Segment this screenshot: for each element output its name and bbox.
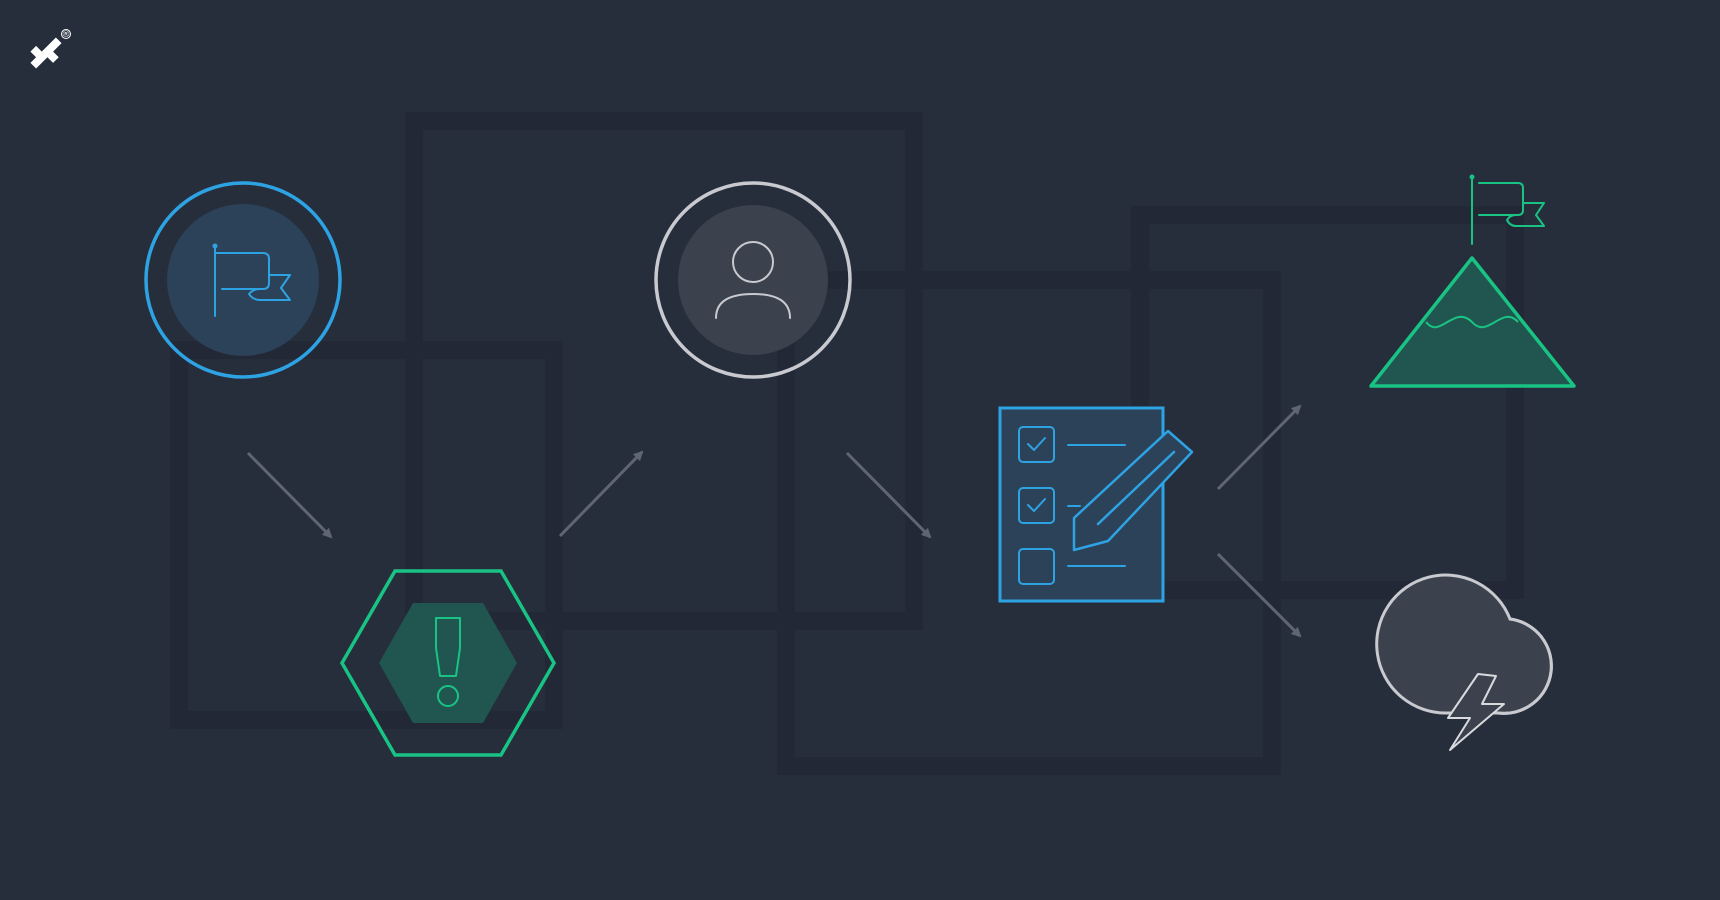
- exclamation-icon: [435, 617, 461, 707]
- arrow-issue-to-person: [558, 450, 644, 538]
- arrow-plan-to-success: [1216, 404, 1302, 491]
- success-node: [1369, 174, 1576, 388]
- arrow-start-to-issue: [246, 451, 333, 539]
- registered-mark-ring: [61, 29, 71, 39]
- issue-node: [339, 569, 557, 757]
- checklist-pencil-icon: [1018, 426, 1194, 585]
- mountain-flag-icon: [1469, 174, 1545, 245]
- connector-arrows: [246, 404, 1302, 638]
- background-frame: [405, 112, 923, 630]
- background-frame: [777, 271, 1281, 775]
- plan-node: [998, 406, 1194, 603]
- registered-mark: ®: [62, 30, 71, 40]
- lightning-icon: [1447, 673, 1505, 751]
- background-frame: [170, 341, 563, 729]
- start-node: [144, 181, 342, 379]
- arrow-plan-to-failure: [1216, 552, 1302, 638]
- background-frame: [1131, 206, 1524, 599]
- user-icon: [715, 241, 791, 319]
- toptal-logo-icon: [30, 37, 62, 69]
- checkbox-empty: [1018, 548, 1055, 585]
- person-node: [654, 181, 852, 379]
- toptal-logo: ®: [30, 29, 71, 69]
- background-frames: [170, 112, 1524, 775]
- flag-icon: [212, 243, 291, 317]
- pencil-icon: [1072, 429, 1194, 552]
- checkbox-checked: [1018, 426, 1055, 463]
- snow-wave: [1425, 315, 1519, 329]
- checkbox-checked: [1018, 487, 1055, 524]
- arrow-person-to-plan: [845, 451, 932, 539]
- failure-node: [1375, 573, 1553, 751]
